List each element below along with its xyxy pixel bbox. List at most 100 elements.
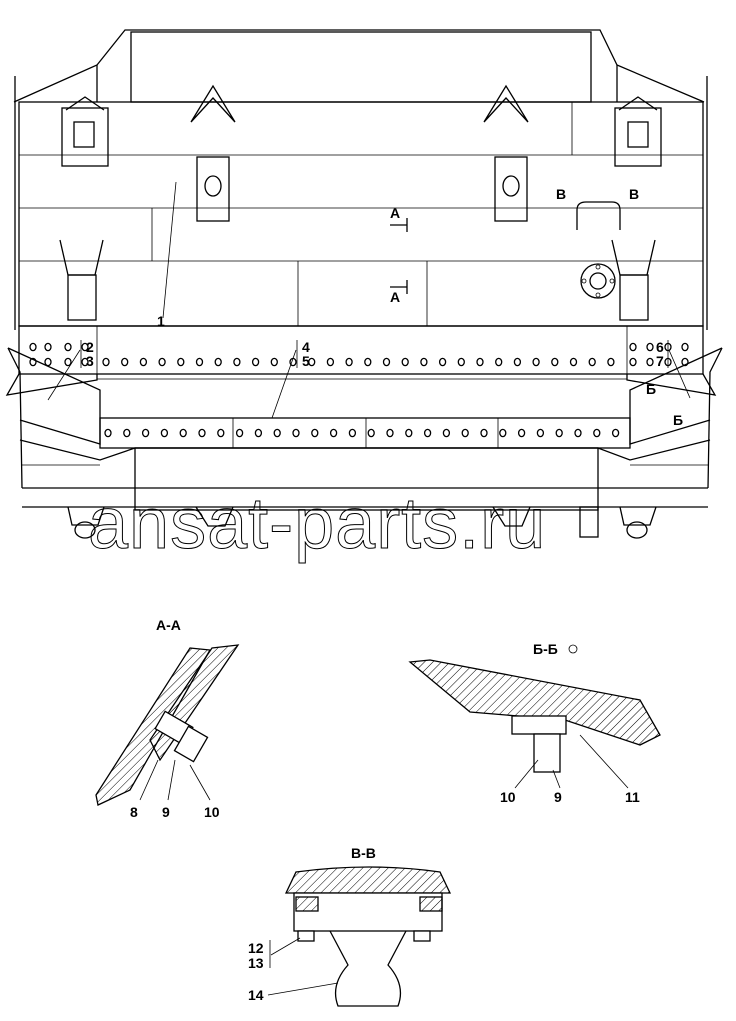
bolt	[551, 357, 559, 367]
blade-bolt-row	[29, 342, 689, 367]
hole	[574, 428, 582, 438]
hole	[423, 428, 432, 438]
hole	[555, 428, 563, 438]
bolt	[233, 357, 241, 367]
hole	[254, 428, 263, 438]
front-view-labels: 2 3 4 5 6 7 Б Б	[47, 339, 691, 428]
cut-mark-be-top: Б	[646, 381, 656, 397]
hole	[198, 428, 206, 438]
hole	[461, 428, 469, 438]
bolt	[308, 357, 316, 367]
bolt	[588, 357, 596, 367]
bolt	[214, 357, 222, 367]
callout-2: 2	[86, 339, 94, 355]
hole	[235, 428, 244, 438]
hole	[217, 428, 225, 438]
hole	[141, 428, 150, 438]
callout-10-bebe: 10	[500, 789, 516, 805]
section-be-be-title: Б-Б	[533, 641, 558, 657]
bolt	[646, 342, 654, 352]
section-be-be: Б-Б 10 9 11	[408, 641, 661, 805]
hole	[386, 428, 394, 438]
bolt	[438, 357, 447, 367]
cut-mark-a-bottom: A	[390, 289, 400, 305]
hole	[311, 428, 319, 438]
bolt	[139, 357, 148, 367]
callout-9-bebe: 9	[554, 789, 562, 805]
bolt	[681, 342, 689, 352]
top-view-blade	[5, 29, 717, 396]
hole	[442, 428, 451, 438]
cut-mark-be-bottom: Б	[673, 412, 683, 428]
callout-4: 4	[302, 339, 310, 355]
hole	[611, 428, 620, 438]
hole	[593, 428, 601, 438]
bolt	[382, 357, 391, 367]
bolt	[195, 357, 204, 367]
hole	[179, 428, 187, 438]
hole	[292, 428, 300, 438]
cut-mark-a-top: A	[390, 205, 400, 221]
bolt	[29, 342, 37, 352]
cut-mark-b-left: B	[556, 186, 566, 202]
top-view-labels: 1 A A B B	[157, 181, 639, 329]
callout-9-aa: 9	[162, 804, 170, 820]
bolt	[29, 357, 37, 367]
bolt	[607, 357, 615, 367]
front-hole-row	[104, 428, 620, 438]
callout-6: 6	[656, 339, 664, 355]
bolt	[81, 357, 89, 367]
bolt	[251, 357, 260, 367]
callout-7: 7	[656, 353, 664, 369]
section-b-b: B-B 12 13 14	[248, 845, 452, 1007]
cut-mark-b-right: B	[629, 186, 639, 202]
hole	[160, 428, 169, 438]
watermark: ansat-parts.ru	[88, 484, 546, 564]
bolt	[457, 357, 465, 367]
hole	[273, 428, 281, 438]
hole	[348, 428, 357, 438]
bolt	[44, 357, 52, 367]
hole	[367, 428, 375, 438]
bolt	[569, 357, 578, 367]
hole	[499, 428, 507, 438]
callout-11: 11	[625, 789, 640, 805]
bolt	[476, 357, 484, 367]
bolt	[513, 357, 522, 367]
callout-14: 14	[248, 987, 264, 1003]
callout-5: 5	[302, 353, 310, 369]
bolt	[326, 357, 335, 367]
bolt	[102, 357, 110, 367]
bolt	[629, 357, 637, 367]
callout-8: 8	[130, 804, 138, 820]
section-b-b-title: B-B	[351, 845, 376, 861]
bolt	[177, 357, 185, 367]
callout-1: 1	[157, 313, 165, 329]
bolt	[44, 342, 52, 352]
bolt	[364, 357, 372, 367]
bolt	[401, 357, 409, 367]
bolt	[629, 342, 637, 352]
bolt	[345, 357, 353, 367]
hole	[329, 428, 338, 438]
callout-3: 3	[86, 353, 94, 369]
bolt	[532, 357, 540, 367]
bolt	[270, 357, 278, 367]
callout-13: 13	[248, 955, 264, 971]
callout-12: 12	[248, 940, 264, 956]
bolt	[121, 357, 129, 367]
hole	[480, 428, 488, 438]
hole	[104, 428, 112, 438]
callout-10-aa: 10	[204, 804, 220, 820]
hole	[405, 428, 413, 438]
bolt	[81, 342, 89, 352]
section-a-a-title: A-A	[156, 617, 181, 633]
bolt	[64, 357, 72, 367]
front-view-blade	[7, 347, 723, 539]
hole	[536, 428, 545, 438]
hole	[517, 428, 526, 438]
section-a-a: A-A 8 9 10	[95, 617, 240, 820]
bolt	[495, 357, 503, 367]
